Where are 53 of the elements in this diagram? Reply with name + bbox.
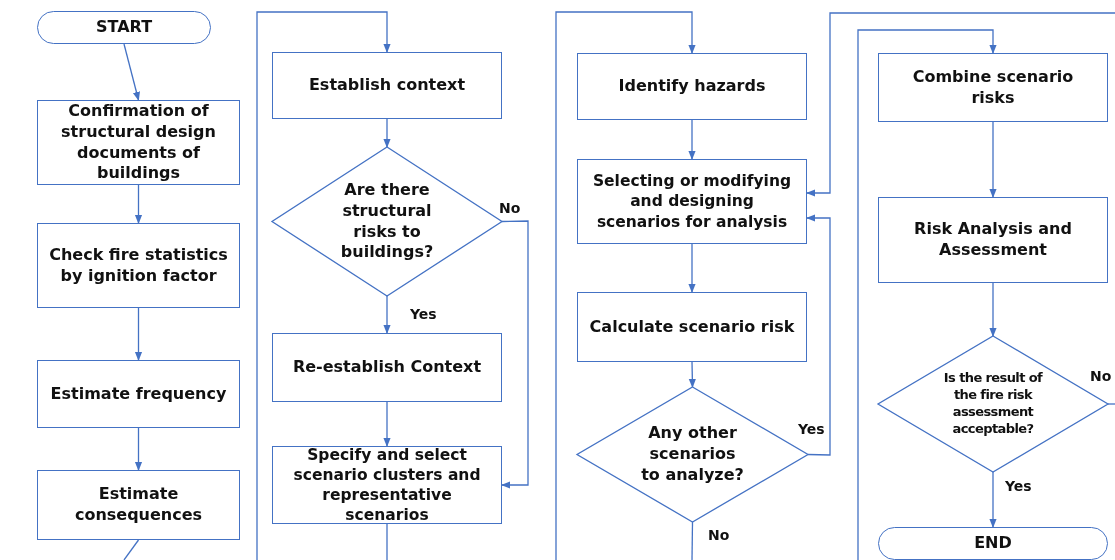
arrow [134,307,143,361]
arrow [989,282,997,337]
connector-line [691,521,694,560]
process-box [272,333,502,402]
node-label: Estimate consequences [73,484,204,526]
arrow [688,361,696,388]
arrow [857,29,997,560]
process-box [37,360,240,428]
connector-line [123,539,140,560]
node-label: Confirmation of structural design documents of buildings [60,100,217,185]
arrow [383,401,391,447]
arrow [134,427,143,471]
node-label: Estimate frequency [50,383,227,405]
process-box [577,53,807,120]
process-box [272,52,502,119]
arrow [989,121,997,198]
node-label: END [974,533,1012,554]
node-label: Re-establish Context [292,357,482,378]
node-label: Establish context [308,75,466,96]
arrow [806,12,1115,197]
process-box [577,159,807,244]
arrow [134,184,143,224]
node-label: Combine scenario risks [911,66,1075,109]
process-box [37,223,240,308]
node-label: Are there structural risks to buildings? [339,179,435,264]
connector-line [1107,403,1115,405]
arrow [256,11,391,560]
process-box [878,53,1108,122]
arrow [383,118,391,148]
process-box [577,292,807,362]
process-box [37,470,240,540]
node-label: START [95,17,153,38]
node-label: Any other scenarios to analyze? [640,423,745,486]
node-label: Risk Analysis and Assessment [913,219,1073,261]
arrow [383,295,391,334]
node-label: Identify hazards [618,76,766,97]
decision-diamond [272,147,502,296]
node-label: Selecting or modifying and designing scenarios for analysis [591,171,793,232]
node-label: Specify and select scenario clusters and representative scenarios [292,444,482,526]
node-label: Calculate scenario risk [589,316,795,338]
arrow [688,243,696,293]
arrow [688,119,696,160]
process-box [37,100,240,185]
connector-line [386,523,388,560]
arrow [555,11,696,560]
process-box [878,197,1108,283]
node-label: Is the result of the fire risk assessment acceptable? [942,370,1044,438]
process-box [272,446,502,524]
arrow [501,220,529,489]
arrow [123,43,140,101]
arrow [989,471,997,528]
arrow [806,214,831,456]
node-label: Check fire statistics by ignition factor [48,244,229,287]
